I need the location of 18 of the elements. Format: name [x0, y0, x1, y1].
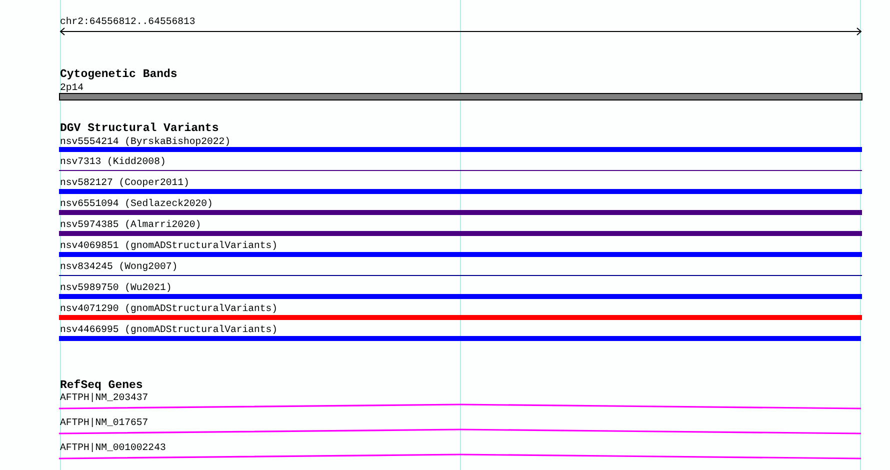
feature-label: nsv834245 (Wong2007): [60, 260, 178, 272]
feature-label: nsv4069851 (gnomADStructuralVariants): [60, 240, 278, 252]
feature-label: nsv4071290 (gnomADStructuralVariants): [60, 302, 278, 314]
track-title: DGV Structural Variants: [60, 122, 219, 134]
feature-label: nsv7313 (Kidd2008): [60, 156, 166, 168]
gene-label: AFTPH|NM_203437: [60, 392, 148, 404]
feature-label: nsv582127 (Cooper2011): [60, 176, 190, 188]
feature-label: nsv4466995 (gnomADStructuralVariants): [60, 324, 278, 336]
feature-label: nsv6551094 (Sedlazeck2020): [60, 198, 213, 210]
gene-label: AFTPH|NM_017657: [60, 416, 148, 428]
feature-label: nsv5554214 (ByrskaBishop2022): [60, 136, 230, 148]
feature-label: nsv5989750 (Wu2021): [60, 282, 172, 294]
gene-label: AFTPH|NM_001002243: [60, 442, 166, 454]
band-label: 2p14: [60, 82, 84, 94]
track-title: Cytogenetic Bands: [60, 68, 178, 80]
coordinate-label: chr2:64556812..64556813: [60, 16, 196, 28]
track-title: RefSeq Genes: [60, 380, 143, 392]
feature-label: nsv5974385 (Almarri2020): [60, 218, 202, 230]
